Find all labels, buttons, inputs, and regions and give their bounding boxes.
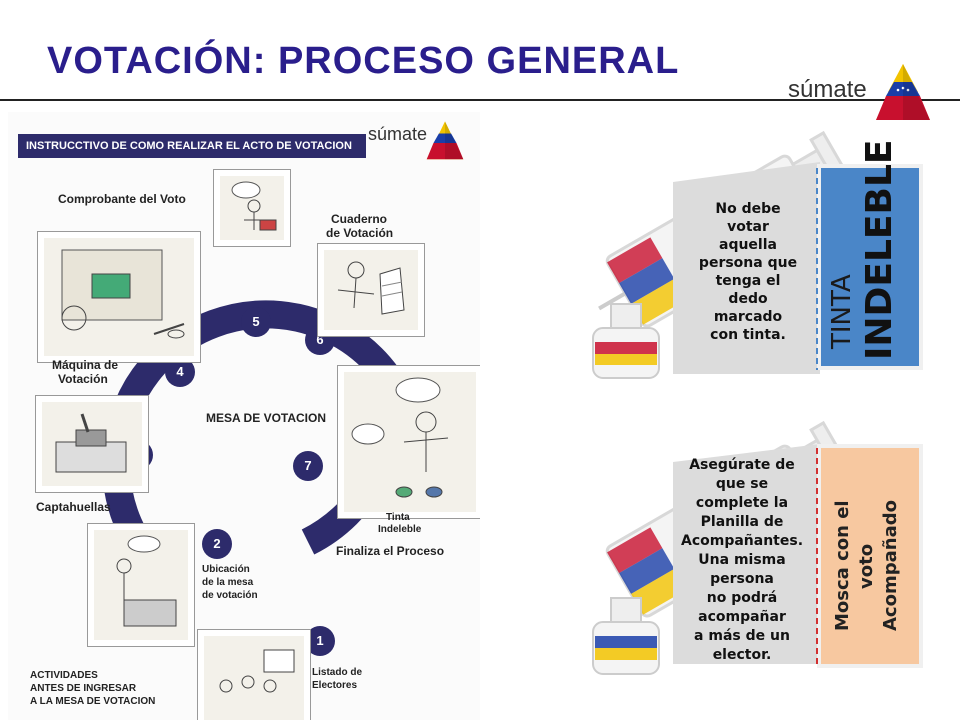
companion-text-line: Planilla de	[700, 514, 784, 530]
companion-text-line: Asegúrate de	[689, 457, 795, 473]
ink-text-line: aquella	[719, 237, 777, 253]
ink-card-small-label: TINTA	[827, 274, 857, 350]
instruction-logo-text: súmate	[368, 124, 428, 144]
instruction-sheet: INSTRUCCTIVO DE COMO REALIZAR EL ACTO DE…	[8, 112, 480, 720]
label-finaliza: Finaliza el Proceso	[336, 544, 445, 558]
companion-text-line: acompañar	[698, 609, 786, 625]
companion-text-line: complete la	[695, 495, 789, 511]
captahuellas-illustration	[36, 396, 148, 492]
label-listado-2: Electores	[312, 680, 358, 691]
step-number: 5	[241, 307, 271, 337]
label-cuaderno-1: Cuaderno	[331, 212, 388, 226]
label-maquina-1: Máquina de	[52, 358, 119, 372]
logo-text: súmate	[788, 76, 867, 103]
listado-illustration	[198, 630, 310, 720]
companion-text-line: Acompañantes.	[680, 533, 804, 549]
label-cuaderno-2: de Votación	[326, 226, 394, 240]
companion-text: Asegúrate de que se complete la Planilla…	[657, 456, 827, 665]
syringe-graphic	[592, 420, 923, 675]
label-tinta-1: Tinta	[386, 512, 410, 523]
companion-text-line: que se	[715, 476, 769, 492]
companion-text-line: elector.	[712, 647, 772, 663]
ink-text-line: votar	[727, 219, 769, 235]
companion-label-line: voto	[856, 543, 877, 589]
ink-text-line: persona que	[698, 255, 798, 271]
ink-card-big-label: INDELEBLE	[859, 139, 900, 361]
companion-text-line: persona	[710, 571, 774, 587]
label-ubicacion-3: de votación	[202, 590, 258, 601]
label-actividades-1: ACTIVIDADES	[30, 670, 98, 681]
cuaderno-illustration	[318, 244, 424, 336]
label-actividades-3: A LA MESA DE VOTACION	[30, 696, 156, 707]
tinta-illustration	[338, 366, 480, 518]
sumate-logo: súmate	[788, 62, 938, 128]
companion-text-line: Una misma	[698, 552, 786, 568]
companion-text-line: a más de un	[694, 628, 790, 644]
center-label: MESA DE VOTACION	[206, 411, 327, 425]
label-listado-1: Listado de	[312, 667, 363, 678]
companion-label-line: Mosca con el	[832, 500, 853, 632]
label-ubicacion-2: de la mesa	[202, 577, 254, 588]
ink-text-line: No debe	[715, 201, 781, 217]
label-tinta-2: Indeleble	[378, 524, 422, 535]
maquina-illustration	[38, 232, 200, 362]
label-captahuellas: Captahuellas	[36, 500, 111, 514]
pyramid-icon	[426, 121, 464, 160]
companion-card-label: Mosca con el voto Acompañado	[831, 476, 903, 656]
instruction-header: INSTRUCCTIVO DE COMO REALIZAR EL ACTO DE…	[18, 134, 366, 158]
companion-card	[821, 448, 919, 664]
slide-title: VOTACIÓN: PROCESO GENERAL	[47, 40, 680, 82]
ink-text-line: con tinta.	[710, 327, 786, 343]
step-number: 2	[202, 529, 232, 559]
companion-text-line: no podrá	[706, 590, 778, 606]
label-maquina-2: Votación	[58, 372, 108, 386]
ink-text-line: tenga el	[715, 273, 781, 289]
step-number: 4	[165, 357, 195, 387]
label-ubicacion-1: Ubicación	[202, 564, 250, 575]
companion-label-line: Acompañado	[880, 500, 901, 632]
instruction-logo: súmate	[368, 118, 478, 164]
title-divider	[0, 99, 960, 101]
label-actividades-2: ANTES DE INGRESAR	[30, 683, 137, 694]
comprobante-illustration	[214, 170, 290, 246]
ink-panel: No debe votar aquella persona que tenga …	[585, 112, 930, 382]
ink-warning-text: No debe votar aquella persona que tenga …	[675, 200, 821, 344]
pyramid-icon	[876, 64, 930, 120]
ubicacion-illustration	[88, 524, 194, 646]
step-number: 7	[293, 451, 323, 481]
step-number: 1	[305, 626, 335, 656]
ink-text-line: dedo	[728, 291, 768, 307]
label-comprobante: Comprobante del Voto	[58, 192, 186, 206]
syringe-graphic	[592, 130, 923, 379]
ink-card	[821, 168, 919, 366]
ink-text-line: marcado	[713, 309, 783, 325]
companion-panel: Asegúrate de que se complete la Planilla…	[585, 392, 930, 692]
